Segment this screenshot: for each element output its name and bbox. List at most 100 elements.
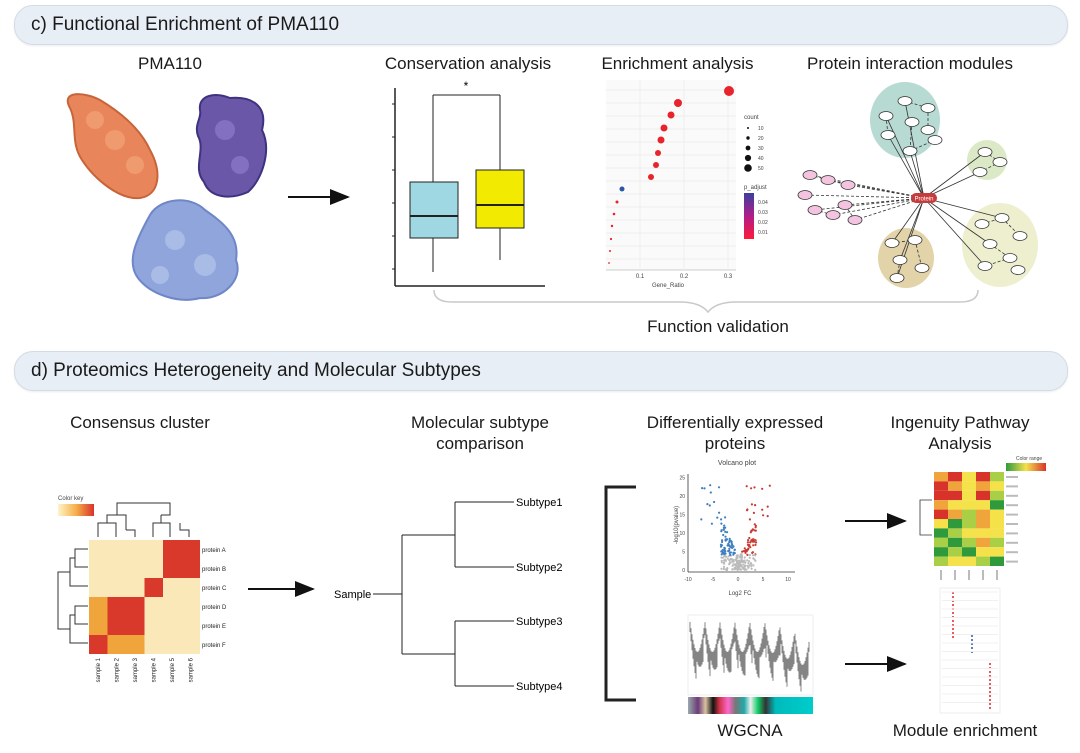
volcano-dot: [723, 553, 726, 556]
heatmap-cell: [181, 635, 200, 654]
module-dot: [989, 707, 991, 709]
volcano-dot: [720, 553, 723, 556]
volcano-ytick: 0: [682, 568, 685, 574]
color-key-bar: [58, 504, 94, 516]
volcano-dot: [731, 560, 734, 563]
section-c-title: c) Functional Enrichment of PMA110: [31, 14, 340, 35]
volcano-dot: [722, 567, 726, 571]
volcano-dot: [745, 549, 748, 552]
ppi-node: [820, 175, 836, 185]
volcano-dot: [732, 553, 735, 556]
volcano-dot: [754, 539, 757, 542]
heatmap-col-label: sample 1: [96, 657, 102, 682]
ppi-node: [802, 170, 818, 180]
ppi-node: [892, 255, 908, 265]
volcano-dot: [700, 518, 703, 521]
module-dot: [989, 687, 991, 689]
volcano-dot: [746, 541, 750, 544]
ipa-cell: [934, 556, 948, 566]
heatmap-cell: [181, 540, 200, 559]
heatmap-cell: [163, 635, 182, 654]
ppi-node: [920, 125, 936, 135]
ipa-cell: [990, 472, 1004, 482]
ppi-title: Protein interaction modules: [806, 54, 1013, 73]
volcano-dot: [750, 567, 753, 570]
heatmap-cell: [89, 540, 108, 559]
heatmap-cell: [89, 616, 108, 635]
volcano-dot: [752, 511, 756, 514]
module-dot: [952, 604, 954, 606]
heatmap-col-label: sample 5: [170, 657, 176, 682]
module-dot: [952, 620, 954, 622]
ppi-node: [977, 147, 993, 157]
enrichment-dot: [610, 224, 614, 228]
volcano-dot: [754, 504, 757, 507]
ipa-cell: [934, 519, 948, 529]
volcano-dot: [722, 533, 725, 537]
heatmap-cell: [126, 597, 145, 616]
volcano-dot: [724, 516, 727, 519]
volcano-dot: [754, 568, 757, 572]
heatmap-cell: [144, 540, 163, 559]
ipa-cell: [976, 519, 990, 529]
volcano-title: Volcano plot: [718, 460, 756, 467]
volcano-dot: [740, 555, 743, 558]
ipa-cell: [948, 547, 962, 557]
ipa-cell: [976, 500, 990, 510]
count-legend-dot: [747, 127, 749, 129]
ppi-node: [1002, 253, 1018, 263]
volcano-dot: [748, 560, 751, 563]
ppi-node: [880, 130, 896, 140]
module-dot: [989, 663, 991, 665]
protein-blue-icon: [131, 199, 239, 301]
volcano-dot: [708, 504, 711, 507]
heatmap-cell: [89, 597, 108, 616]
heatmap-row-dendrogram: [57, 548, 88, 644]
volcano-dot: [744, 564, 747, 567]
enrichment-xlabel: Gene_Ratio: [652, 283, 685, 289]
volcano-dot: [720, 518, 723, 521]
module-dot: [989, 695, 991, 697]
volcano-dot: [720, 567, 723, 570]
volcano-dot: [748, 564, 751, 567]
volcano-dot: [752, 564, 755, 567]
ipa-title: Ingenuity Pathway Analysis: [890, 413, 1030, 453]
color-key-label: Color key: [58, 496, 83, 502]
section-c-banner: c) Functional Enrichment of PMA110: [14, 5, 1068, 45]
volcano-dot: [761, 487, 764, 490]
ipa-cell: [934, 500, 948, 510]
volcano-dot: [749, 562, 753, 565]
volcano-dot: [727, 555, 730, 558]
ipa-cell: [934, 528, 948, 538]
volcano-dot: [740, 552, 743, 556]
module-enrichment-label: Module enrichment: [892, 721, 1038, 740]
volcano-dot: [747, 539, 750, 542]
volcano-dot: [754, 524, 758, 527]
ipa-cell: [948, 472, 962, 482]
sample-root-label: Sample: [334, 589, 371, 601]
volcano-dot: [709, 484, 712, 487]
volcano-ytick: 25: [679, 476, 685, 482]
volcano-dot: [738, 559, 741, 562]
volcano-dot: [754, 543, 757, 547]
volcano-dot: [739, 568, 742, 571]
volcano-dot: [749, 531, 752, 534]
ppi-node: [1010, 265, 1026, 275]
ipa-cell: [962, 537, 976, 548]
ipa-cell: [962, 500, 976, 510]
dep-title: Differentially expressed proteins: [646, 413, 824, 453]
volcano-dot: [751, 551, 754, 555]
ppi-node: [902, 146, 918, 156]
padj-legend-label: 0.02: [758, 220, 768, 226]
heatmap-cell: [107, 540, 126, 559]
subtype-4-label: Subtype4: [516, 681, 562, 693]
volcano-dot: [750, 503, 754, 506]
heatmap-cell: [89, 635, 108, 654]
subtype-2-label: Subtype2: [516, 562, 562, 574]
heatmap-cell: [107, 616, 126, 635]
ipa-cell: [962, 481, 976, 491]
ppi-node: [972, 167, 988, 177]
heatmap-cell: [163, 578, 182, 597]
volcano-dot: [748, 536, 751, 540]
volcano-dot: [716, 516, 719, 519]
